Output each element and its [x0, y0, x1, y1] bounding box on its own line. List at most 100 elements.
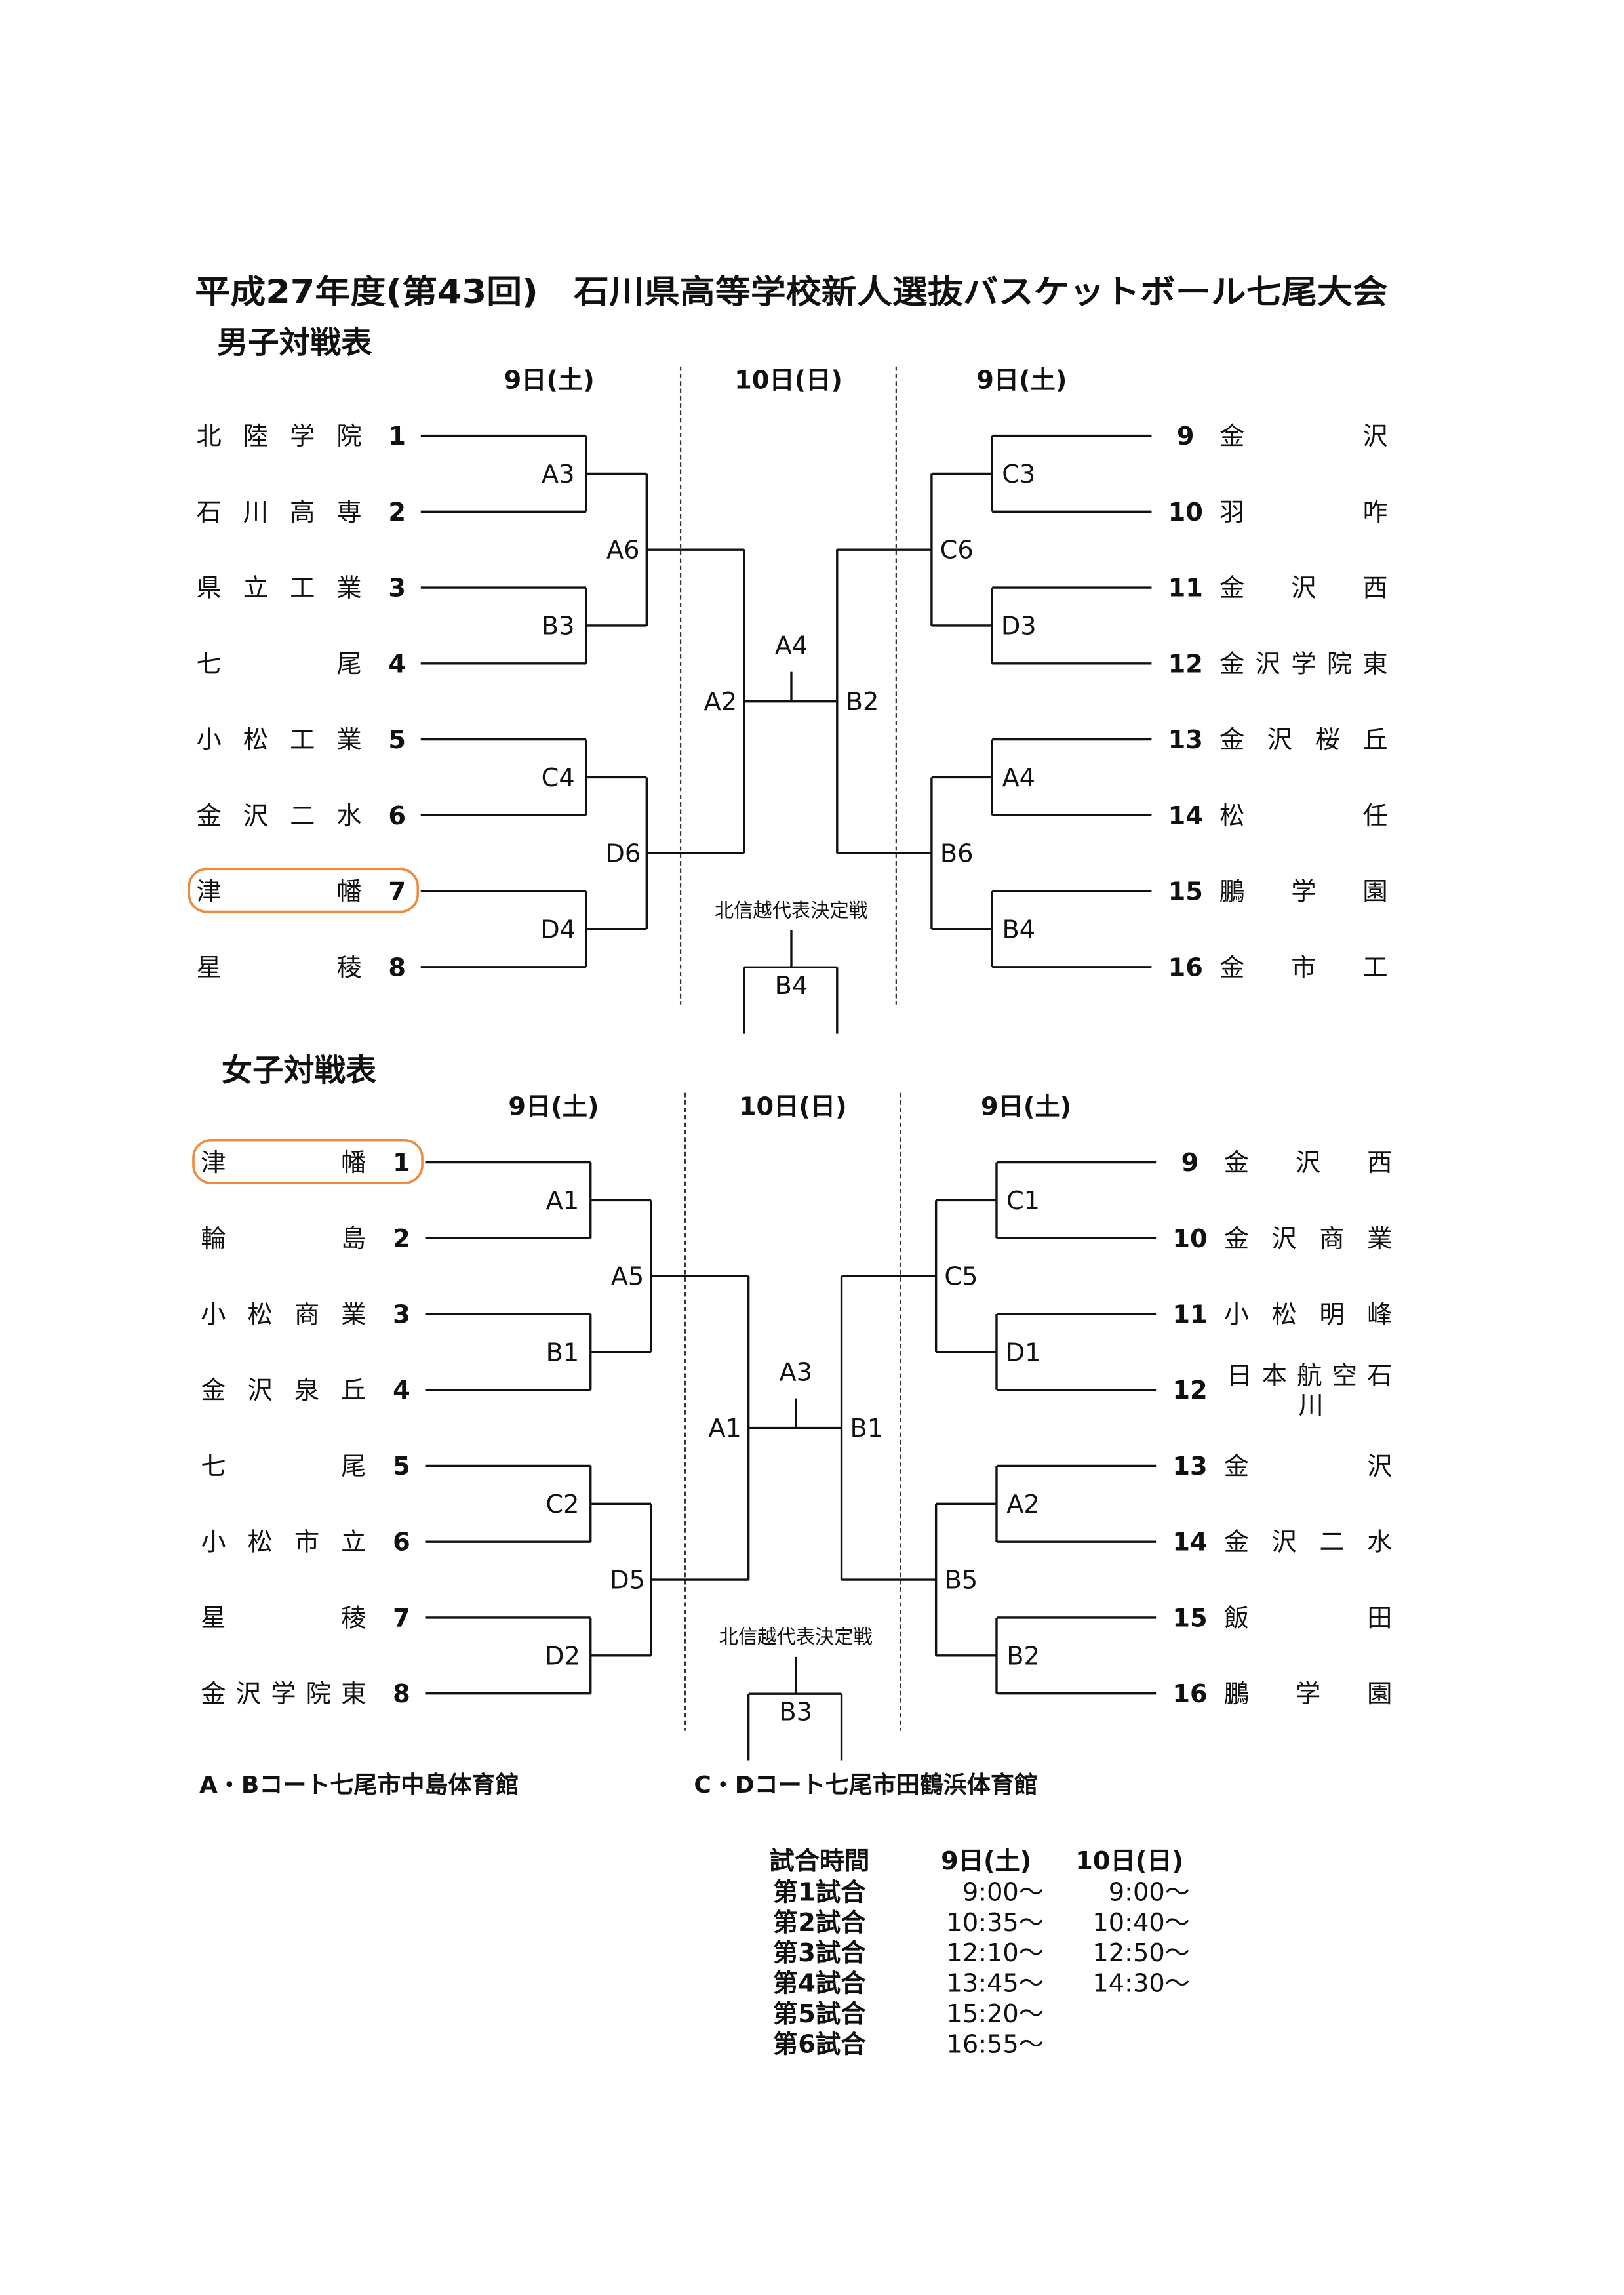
- highlight-mark: [188, 868, 420, 913]
- team-name: 金沢二水: [1224, 1528, 1393, 1557]
- team-seed: 2: [388, 498, 406, 527]
- team-name: 小松市立: [201, 1528, 366, 1557]
- team-seed: 10: [1168, 498, 1203, 527]
- game-label: C1: [1006, 1186, 1040, 1216]
- schedule-time-day1: 10:35～: [946, 1908, 1044, 1938]
- schedule-header: 10日(日): [1075, 1846, 1183, 1876]
- team-name: 石川高専: [196, 498, 361, 527]
- schedule-match: 第2試合: [773, 1908, 866, 1938]
- game-label: B1: [546, 1338, 580, 1367]
- schedule-match: 第1試合: [773, 1877, 866, 1907]
- team-name: 金沢泉丘: [201, 1376, 366, 1405]
- playoff-label: 北信越代表決定戦: [719, 1626, 873, 1648]
- schedule-time-day2: 10:40～: [1092, 1908, 1190, 1938]
- game-label: B3: [542, 611, 575, 641]
- schedule-time-day1: 13:45～: [946, 1969, 1044, 1999]
- team-seed: 11: [1172, 1300, 1207, 1330]
- team-seed: 16: [1172, 1679, 1207, 1709]
- bracket-heading: 女子対戦表: [222, 1053, 377, 1089]
- game-label: C6: [940, 536, 974, 565]
- playoff-game-label: B3: [779, 1698, 812, 1727]
- team-name: 羽咋: [1219, 498, 1388, 527]
- team-name: 金沢桜丘: [1219, 725, 1388, 755]
- schedule-time-day1: 9:00～: [962, 1877, 1044, 1907]
- game-label: B2: [846, 687, 879, 717]
- game-label: D5: [610, 1566, 645, 1595]
- team-seed: 12: [1168, 649, 1203, 679]
- game-label: D4: [540, 915, 576, 944]
- game-label: A6: [606, 536, 640, 565]
- playoff-label: 北信越代表決定戦: [715, 900, 868, 922]
- venue-cd: C・Dコート七尾市田鶴浜体育館: [694, 1771, 1038, 1799]
- team-seed: 7: [388, 877, 406, 907]
- game-label: B1: [850, 1414, 884, 1443]
- game-label: B2: [1006, 1641, 1040, 1671]
- schedule-header: 9日(土): [941, 1846, 1031, 1876]
- team-name: 金沢学院東: [1219, 649, 1388, 679]
- team-seed: 6: [393, 1528, 410, 1557]
- team-name: 鵬学園: [1219, 877, 1388, 907]
- team-name: 金沢二水: [196, 801, 361, 831]
- team-seed: 16: [1168, 953, 1203, 982]
- team-name: 星稜: [196, 953, 361, 982]
- game-label: C2: [545, 1490, 579, 1519]
- game-label: B6: [940, 839, 974, 869]
- team-name: 小松商業: [201, 1300, 366, 1330]
- game-label: A2: [1006, 1490, 1040, 1519]
- team-seed: 3: [393, 1300, 410, 1330]
- final-label: A3: [779, 1358, 812, 1387]
- team-name: 鵬学園: [1224, 1679, 1393, 1709]
- schedule-time-day2: 9:00～: [1109, 1877, 1190, 1907]
- team-seed: 14: [1168, 801, 1203, 831]
- team-seed: 10: [1172, 1224, 1207, 1254]
- game-label: C5: [944, 1262, 978, 1292]
- team-name: 金沢: [1219, 422, 1388, 451]
- team-name: 七尾: [201, 1452, 366, 1481]
- day-header: 9日(土): [508, 1092, 599, 1121]
- schedule-time-day1: 15:20～: [946, 1999, 1044, 2029]
- final-label: A4: [775, 631, 808, 661]
- team-seed: 8: [393, 1679, 410, 1709]
- team-seed: 4: [393, 1376, 410, 1405]
- team-name: 小松工業: [196, 725, 361, 755]
- team-seed: 5: [388, 725, 406, 755]
- team-seed: 13: [1168, 725, 1203, 755]
- team-seed: 13: [1172, 1452, 1207, 1481]
- team-name: 北陸学院: [196, 422, 361, 451]
- game-label: A5: [611, 1262, 644, 1292]
- team-seed: 9: [1181, 1148, 1199, 1178]
- team-seed: 5: [393, 1452, 410, 1481]
- game-label: B4: [1002, 915, 1035, 944]
- schedule-table: 試合時間 9日(土) 10日(日) 第1試合 9:00～ 9:00～ 第2試合 10:35～ 1…: [769, 1846, 1190, 2059]
- team-seed: 9: [1177, 422, 1195, 451]
- day-header: 9日(土): [981, 1092, 1071, 1121]
- schedule-time-day2: 12:50～: [1092, 1938, 1190, 1968]
- team-seed: 12: [1172, 1376, 1207, 1405]
- team-seed: 2: [393, 1224, 410, 1254]
- team-name: 小松明峰: [1224, 1300, 1393, 1330]
- team-seed: 1: [388, 422, 406, 451]
- schedule-match: 第5試合: [773, 1999, 866, 2029]
- team-name: 金沢西: [1219, 574, 1388, 603]
- team-name: 県立工業: [196, 574, 361, 603]
- schedule-time-day1: 16:55～: [946, 2029, 1044, 2059]
- team-name: 金沢学院東: [201, 1679, 366, 1709]
- game-label: D2: [545, 1641, 580, 1671]
- game-label: C4: [542, 763, 575, 793]
- team-seed: 4: [388, 649, 406, 679]
- team-seed: 8: [388, 953, 406, 982]
- team-name-line2: 川: [1298, 1391, 1323, 1420]
- game-label: A1: [708, 1414, 742, 1443]
- team-name: 津幡: [196, 877, 361, 907]
- game-label: A4: [1002, 763, 1035, 793]
- schedule-header: 試合時間: [769, 1846, 869, 1876]
- game-label: A1: [546, 1186, 580, 1216]
- team-seed: 14: [1172, 1528, 1207, 1557]
- team-name: 金市工: [1219, 953, 1388, 982]
- team-name: 金沢商業: [1224, 1224, 1393, 1254]
- team-name: 日本航空石: [1227, 1361, 1392, 1391]
- highlight-mark: [192, 1138, 424, 1184]
- team-seed: 7: [393, 1603, 410, 1633]
